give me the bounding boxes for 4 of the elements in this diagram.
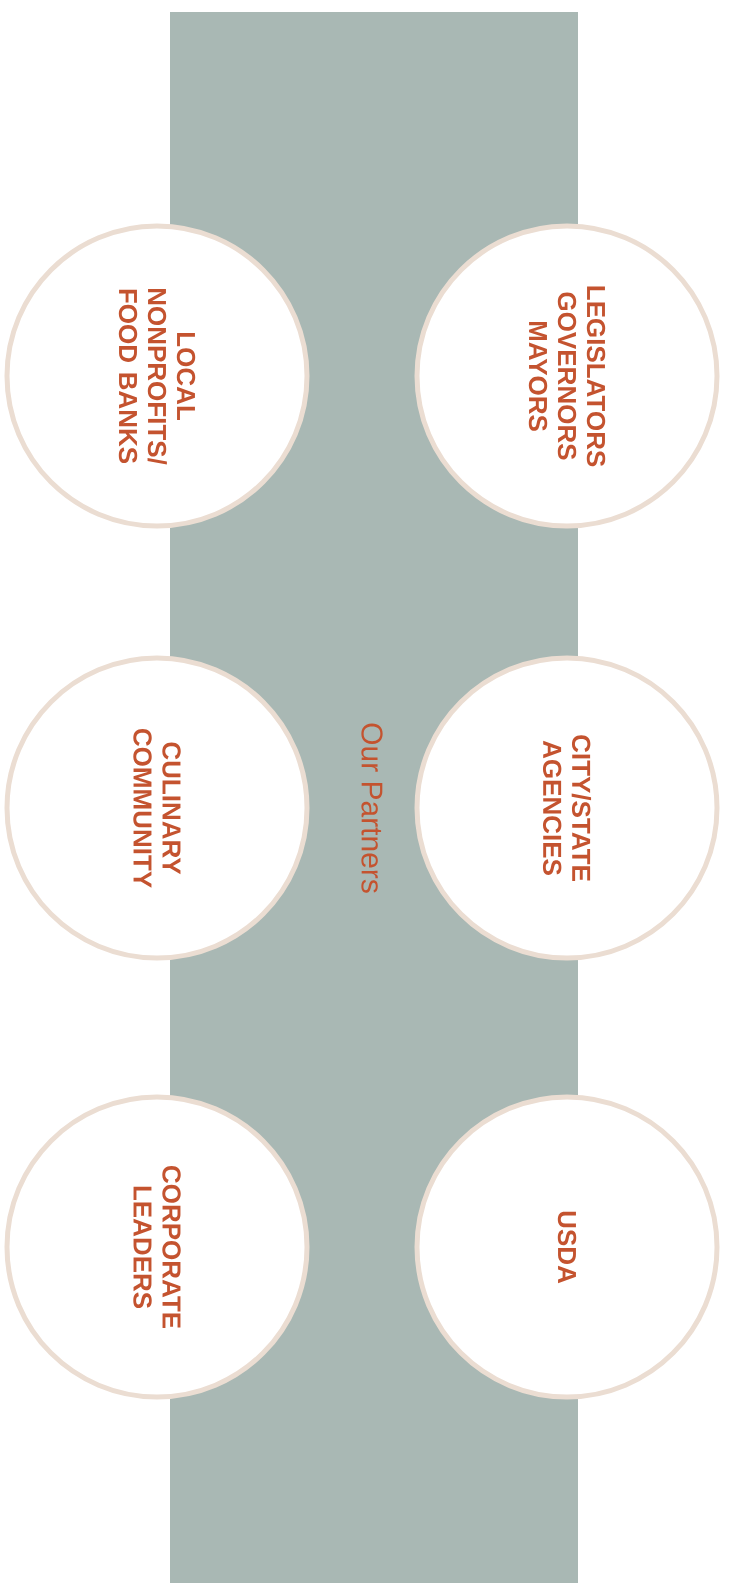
node-label: USDA [557,1211,577,1284]
title: Our Partners [361,723,383,893]
node-label: LEGISLATORS GOVERNORS MAYORS [528,286,606,467]
node-label: CITY/STATE AGENCIES [542,735,592,881]
